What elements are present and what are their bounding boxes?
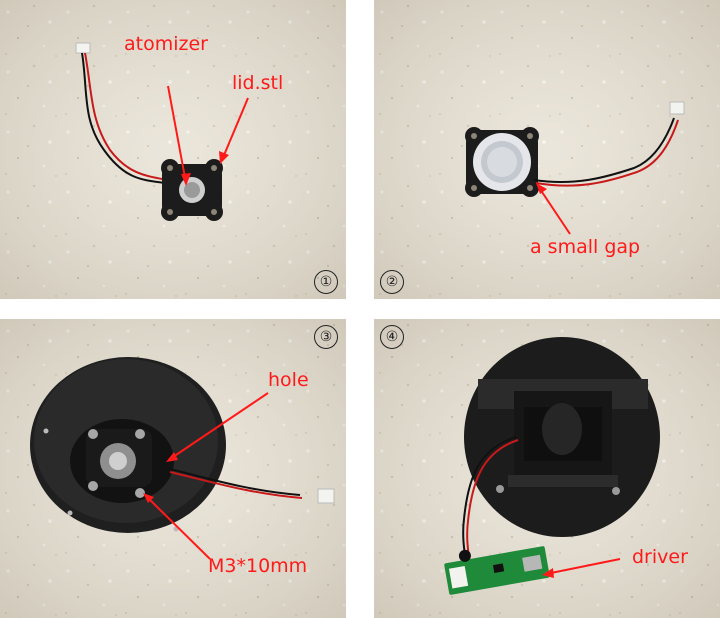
panel-number-1: ① [314,270,338,294]
photo-lid-underside [374,0,720,299]
panel-number-3: ③ [314,325,338,349]
label-small-gap: a small gap [530,236,641,258]
photo-assembled-with-driver [374,319,720,618]
label-hole: hole [268,369,309,391]
label-m3-screw: M3*10mm [208,555,308,577]
photo-base-with-screws [0,319,346,618]
photo-panel-1: atomizer lid.stl ① [0,0,346,299]
panel-number-2: ② [380,270,404,294]
photo-lid-with-atomizer [0,0,346,299]
label-driver: driver [632,546,688,568]
photo-panel-2: a small gap ② [374,0,720,299]
panel-number-4: ④ [380,325,404,349]
photo-panel-4: driver ④ [374,319,720,618]
label-atomizer: atomizer [124,33,208,55]
label-lid-stl: lid.stl [232,72,284,94]
photo-panel-3: hole M3*10mm ③ [0,319,346,618]
